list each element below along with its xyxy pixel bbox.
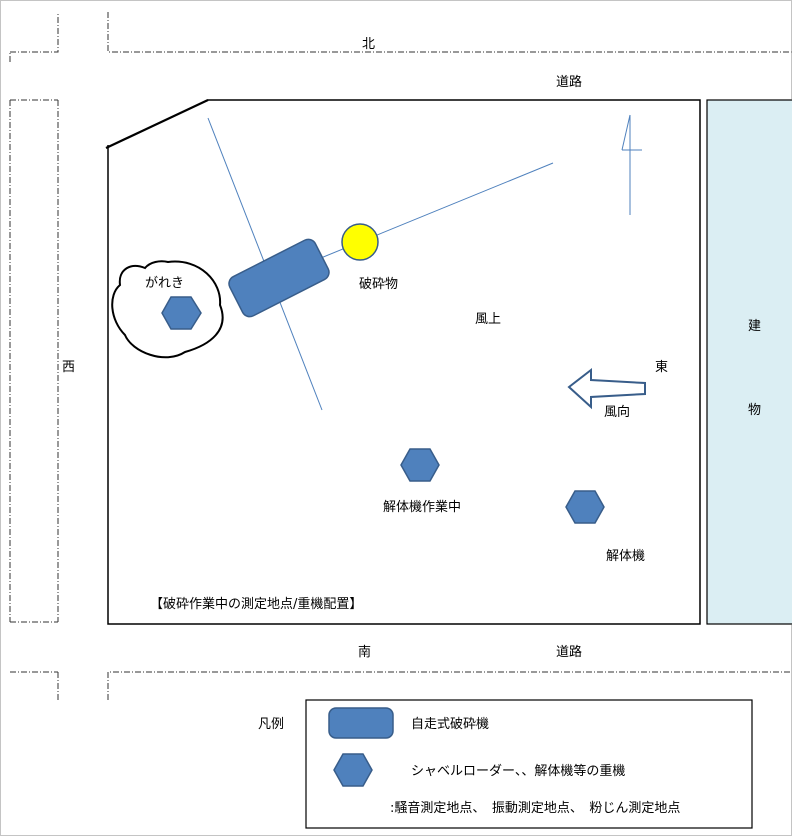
label-building-1: 建 — [748, 319, 761, 334]
label-demolisher: 解体機 — [606, 549, 645, 564]
label-road-bottom: 道路 — [556, 644, 582, 660]
demolisher-icon — [565, 490, 605, 524]
legend-title: 凡例 — [258, 717, 284, 732]
label-north: 北 — [362, 37, 375, 52]
crushed-material-marker — [341, 223, 379, 261]
rubble-pile — [111, 260, 224, 359]
rubble-machine-icon — [161, 296, 202, 330]
label-crushed-material: 破砕物 — [359, 277, 398, 292]
label-building-2: 物 — [748, 403, 761, 418]
legend-item-machine: シャベルローダー、、解体機等の重機 — [411, 763, 625, 779]
building — [706, 99, 792, 625]
wind-direction-arrow-icon — [567, 367, 646, 410]
label-rubble: がれき — [145, 276, 184, 291]
road-boundaries — [9, 12, 792, 700]
site-boundary — [107, 99, 701, 625]
diagram-caption: 【破砕作業中の測定地点/重機配置】 — [150, 596, 362, 612]
label-road-top: 道路 — [556, 74, 582, 90]
label-south: 南 — [358, 644, 371, 660]
label-west: 西 — [62, 360, 75, 375]
legend-crusher-icon — [328, 707, 394, 739]
label-wind-direction: 風向 — [604, 404, 630, 420]
legend-item-crusher: 自走式破砕機 — [411, 717, 489, 732]
legend-note: :騒音測定地点、 振動測定地点、 粉じん測定地点 — [390, 800, 680, 816]
legend-machine-icon — [333, 753, 373, 787]
label-upwind: 風上 — [475, 312, 501, 327]
self-propelled-crusher — [228, 238, 330, 318]
north-arrow-icon — [621, 114, 642, 215]
site-corner-edge — [105, 99, 209, 149]
working-demolisher-icon — [400, 448, 440, 482]
label-east: 東 — [655, 359, 668, 375]
label-demolisher-working: 解体機作業中 — [383, 499, 461, 515]
